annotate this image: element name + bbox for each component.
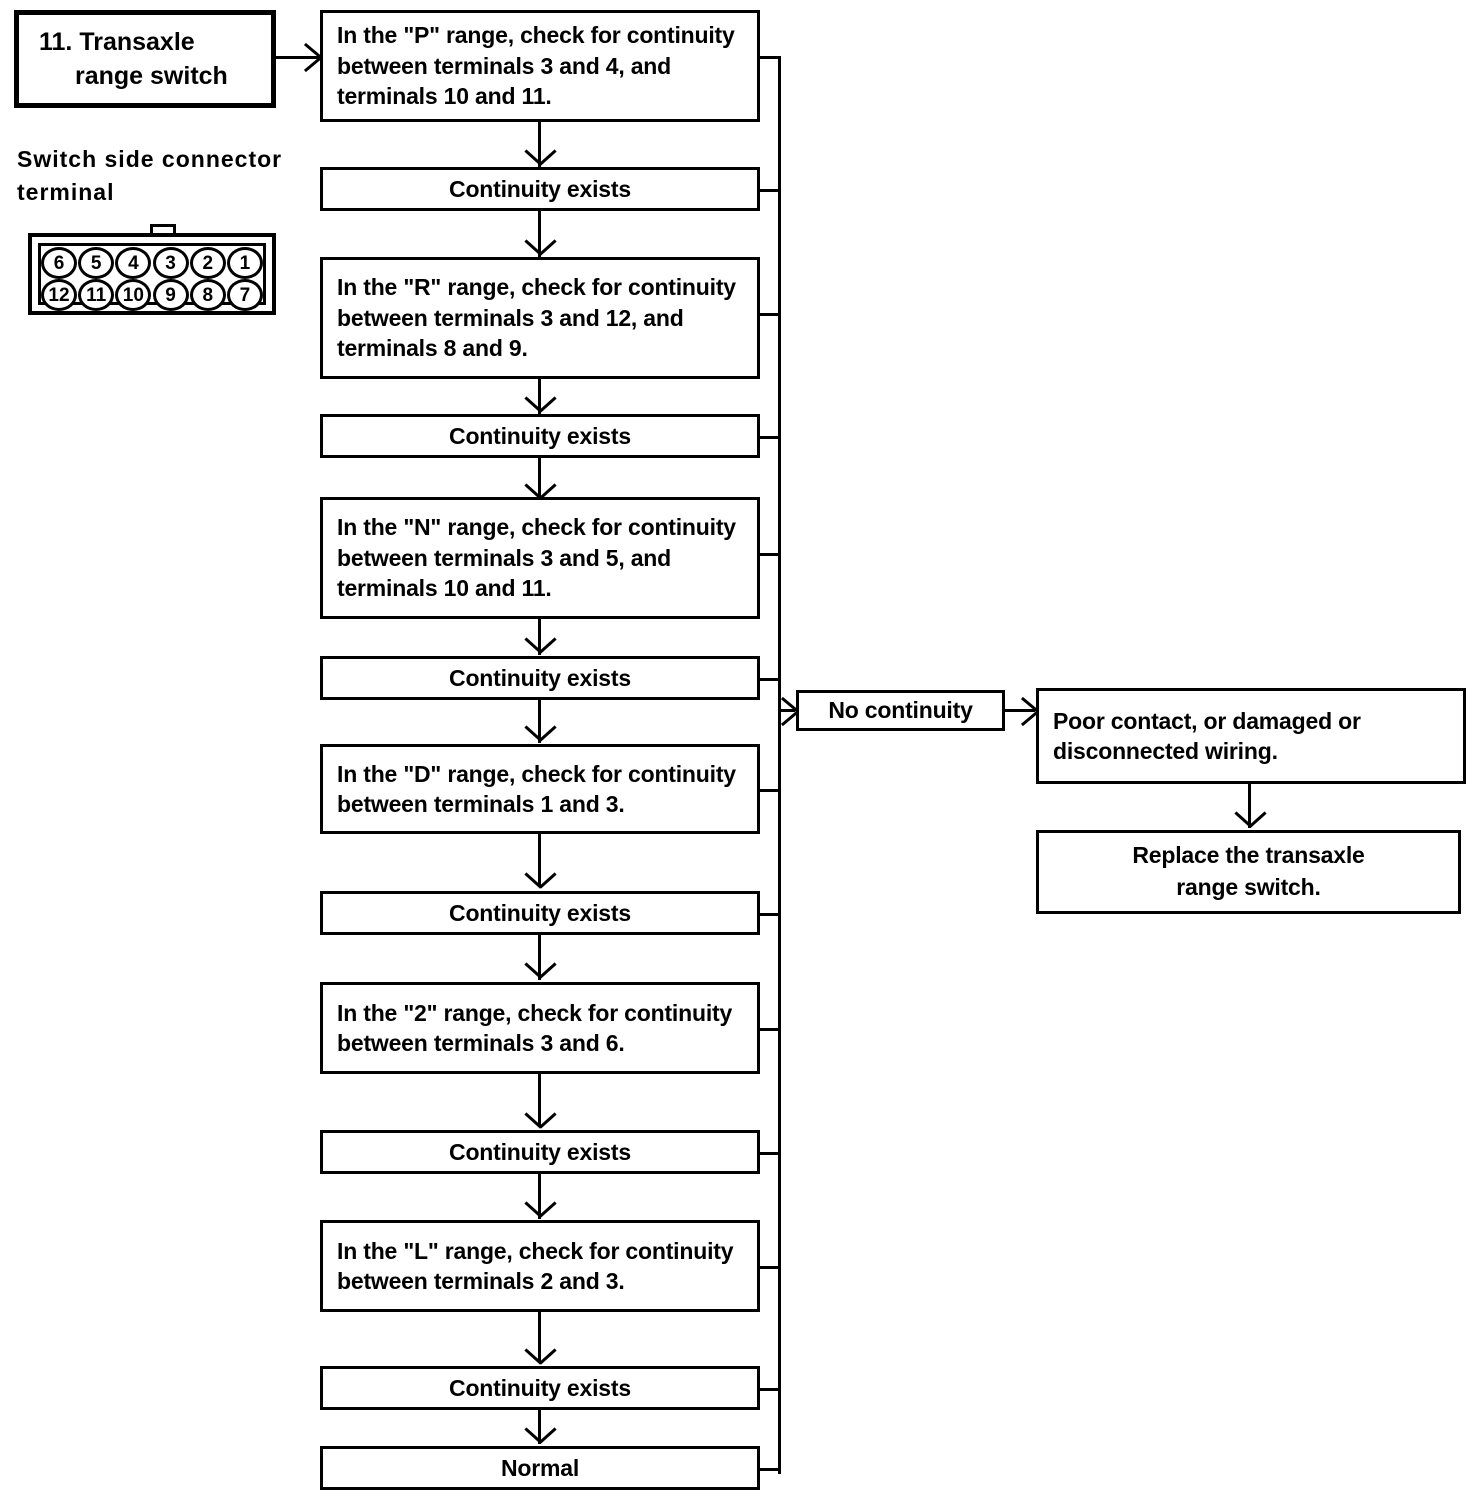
step-result-box: Continuity exists [320,167,760,211]
step-check-box: In the "L" range, check for continuity b… [320,1220,760,1312]
step-check-box: In the "N" range, check for continuity b… [320,497,760,619]
connector-caption-line1: Switch side connector [17,146,283,172]
step-check-box: In the "R" range, check for continuity b… [320,257,760,379]
final-normal-text: Normal [500,1454,580,1481]
connector-inner-frame: 6 5 4 3 2 1 12 11 10 9 8 7 [38,243,266,311]
final-normal-box: Normal [320,1446,760,1490]
connector-pin: 6 [41,247,77,279]
connector-latch-tab-icon [150,224,176,234]
connector-caption-line2: terminal [17,178,115,205]
fault-cause-box: Poor contact, or damaged or disconnected… [1036,688,1466,784]
fault-action-line1: Replace the transaxle [1132,842,1365,869]
step-result-text: Continuity exists [449,899,631,926]
step-bus-stub [760,553,781,556]
result-down-line [538,211,541,257]
step-bus-stub [760,313,781,316]
connector-pin: 10 [115,279,152,311]
no-continuity-text: No continuity [828,697,973,724]
result-bus-stub [760,1152,781,1155]
step-bus-stub [760,1266,781,1269]
step-bus-stub [760,1028,781,1031]
step-result-box: Continuity exists [320,656,760,700]
result-down-line [538,700,541,743]
step-check-text: In the "P" range, check for continuity b… [337,22,735,110]
step-down-line [538,379,541,414]
header-title-line2: range switch [75,62,228,90]
result-bus-stub [760,1388,781,1391]
step-result-box: Continuity exists [320,414,760,458]
step-result-text: Continuity exists [449,422,631,449]
step-down-line [538,1074,541,1126]
connector-pin: 4 [115,247,152,279]
step-down-line [538,1312,541,1362]
no-continuity-box: No continuity [796,690,1005,731]
header-title-line1: 11. Transaxle [39,27,195,56]
result-bus-stub [760,189,781,192]
step-result-text: Continuity exists [449,1374,631,1401]
result-down-line [538,935,541,980]
connector-pin: 3 [152,247,189,279]
step-result-box: Continuity exists [320,1130,760,1174]
connector-pin: 9 [152,279,189,311]
connector-top-row: 6 5 4 3 2 1 [41,247,263,279]
connector-pin: 12 [41,279,77,311]
step-check-text: In the "D" range, check for continuity b… [337,760,736,817]
step-result-text: Continuity exists [449,175,631,202]
step-check-box: In the "P" range, check for continuity b… [320,10,760,122]
connector-pin: 7 [226,279,263,311]
step-check-box: In the "2" range, check for continuity b… [320,982,760,1074]
step-down-line [538,122,541,167]
result-down-line [538,1174,541,1219]
result-bus-stub [760,913,781,916]
connector-pin: 1 [226,247,263,279]
step-result-text: Continuity exists [449,664,631,691]
fault-cause-line [1005,709,1035,712]
step-check-text: In the "N" range, check for continuity b… [337,514,736,602]
step-bus-stub [760,789,781,792]
step-check-box: In the "D" range, check for continuity b… [320,744,760,834]
connector-pin: 5 [78,247,115,279]
connector-caption: Switch side connector terminal [17,143,287,208]
header-connector-line [276,56,320,59]
result-bus-stub [760,436,781,439]
fault-action-line2: range switch. [1176,874,1321,900]
result-bus-stub [760,678,781,681]
step-check-text: In the "2" range, check for continuity b… [337,999,733,1056]
step-check-text: In the "L" range, check for continuity b… [337,1237,734,1294]
header-transaxle-range-switch: 11. Transaxle range switch [14,10,276,108]
result-down-line [538,458,541,501]
step-bus-stub [760,56,781,59]
step-check-text: In the "R" range, check for continuity b… [337,274,736,362]
connector-bottom-row: 12 11 10 9 8 7 [41,279,263,311]
fault-cause-text: Poor contact, or damaged or disconnected… [1053,707,1361,764]
step-down-line [538,619,541,655]
connector-pin: 8 [189,279,226,311]
fault-bus-line [778,56,781,1474]
step-result-box: Continuity exists [320,1366,760,1410]
step-result-box: Continuity exists [320,891,760,935]
connector-terminal-diagram: 6 5 4 3 2 1 12 11 10 9 8 7 [28,233,276,315]
fault-action-down-line [1248,784,1251,828]
final-bus-stub [760,1468,781,1471]
no-continuity-in-line [781,709,795,712]
fault-action-box: Replace the transaxle range switch. [1036,830,1461,914]
connector-pin: 2 [189,247,226,279]
result-down-line [538,1410,541,1444]
step-result-text: Continuity exists [449,1138,631,1165]
step-down-line [538,834,541,886]
connector-pin: 11 [78,279,115,311]
